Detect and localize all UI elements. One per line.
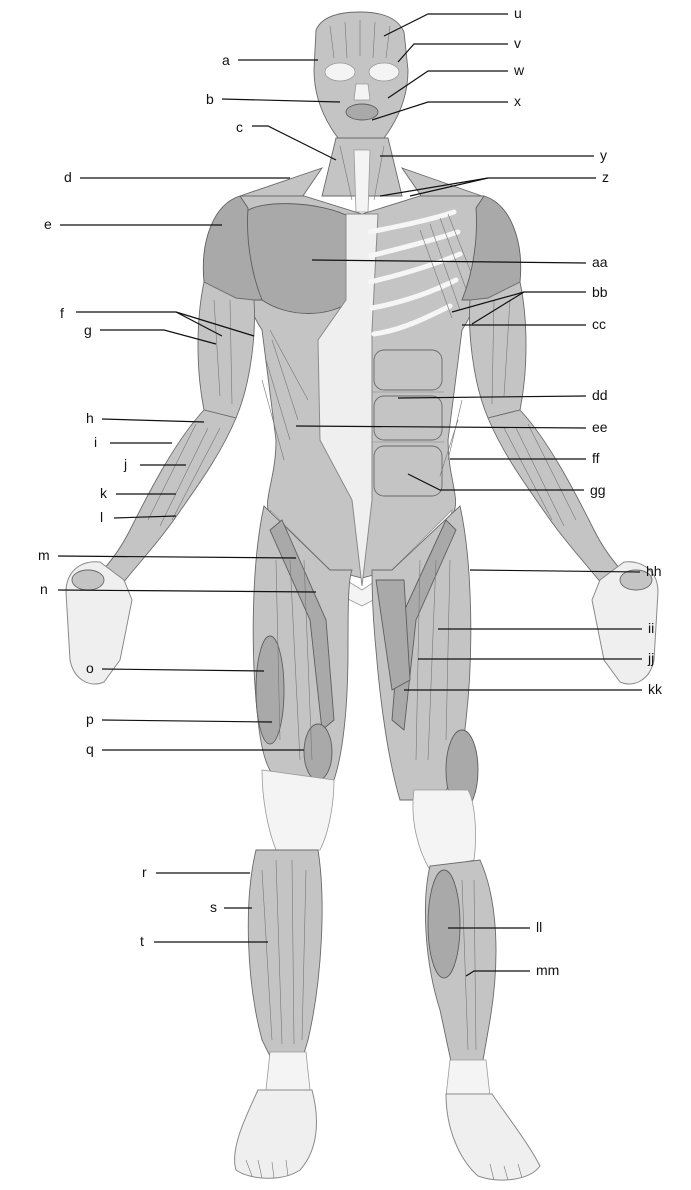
leader-p (102, 720, 272, 722)
label-l: l (100, 509, 103, 525)
label-x: x (514, 93, 521, 109)
label-aa: aa (592, 254, 608, 270)
vastus-medialis-left (304, 724, 332, 780)
left-eye-orbicularis (369, 63, 399, 81)
label-d: d (64, 169, 72, 185)
leader-c (252, 126, 336, 160)
label-p: p (86, 711, 94, 727)
foot-right (446, 1094, 540, 1180)
label-u: u (514, 5, 522, 21)
label-hh: hh (646, 563, 662, 579)
label-b: b (206, 91, 214, 107)
label-h: h (86, 410, 94, 426)
label-jj: jj (647, 650, 654, 666)
label-e: e (44, 216, 52, 232)
label-cc: cc (592, 316, 606, 332)
label-n: n (40, 581, 48, 597)
label-q: q (86, 741, 94, 757)
leader-o (102, 669, 264, 671)
thumb-left (72, 570, 104, 590)
label-z: z (602, 169, 609, 185)
label-ff: ff (592, 450, 600, 466)
label-f: f (60, 305, 64, 321)
label-dd: dd (592, 387, 608, 403)
leader-h (102, 419, 204, 422)
label-ii: ii (648, 620, 654, 636)
label-gg: gg (590, 482, 606, 498)
ankle-left (266, 1052, 310, 1090)
label-w: w (513, 62, 525, 78)
lower-leg-left (248, 850, 322, 1060)
head (314, 12, 408, 150)
label-a: a (222, 52, 230, 68)
human-body-illustration (66, 12, 658, 1180)
right-eye-orbicularis (325, 63, 355, 81)
label-j: j (123, 456, 127, 472)
label-g: g (84, 322, 92, 338)
label-v: v (514, 35, 521, 51)
nose (354, 84, 370, 100)
label-o: o (86, 660, 94, 676)
label-m: m (38, 547, 50, 563)
gastrocnemius-right (428, 870, 460, 978)
trachea (354, 150, 370, 212)
label-i: i (94, 434, 97, 450)
foot-left (235, 1090, 317, 1178)
ankle-right (446, 1060, 490, 1096)
label-k: k (100, 485, 108, 501)
label-ee: ee (592, 419, 608, 435)
label-c: c (236, 119, 243, 135)
mouth-orbicularis (346, 104, 378, 120)
label-mm: mm (536, 962, 559, 978)
label-bb: bb (592, 284, 608, 300)
label-r: r (142, 864, 147, 880)
label-t: t (140, 933, 144, 949)
upper-arm-left (198, 282, 254, 418)
knee-left (262, 770, 334, 850)
label-ll: ll (536, 919, 542, 935)
label-kk: kk (648, 681, 663, 697)
knee-right (413, 790, 476, 870)
label-y: y (600, 147, 607, 163)
trapezius-left (240, 168, 322, 200)
label-s: s (210, 899, 217, 915)
leader-v (398, 44, 508, 62)
pectoralis-left (246, 204, 352, 314)
